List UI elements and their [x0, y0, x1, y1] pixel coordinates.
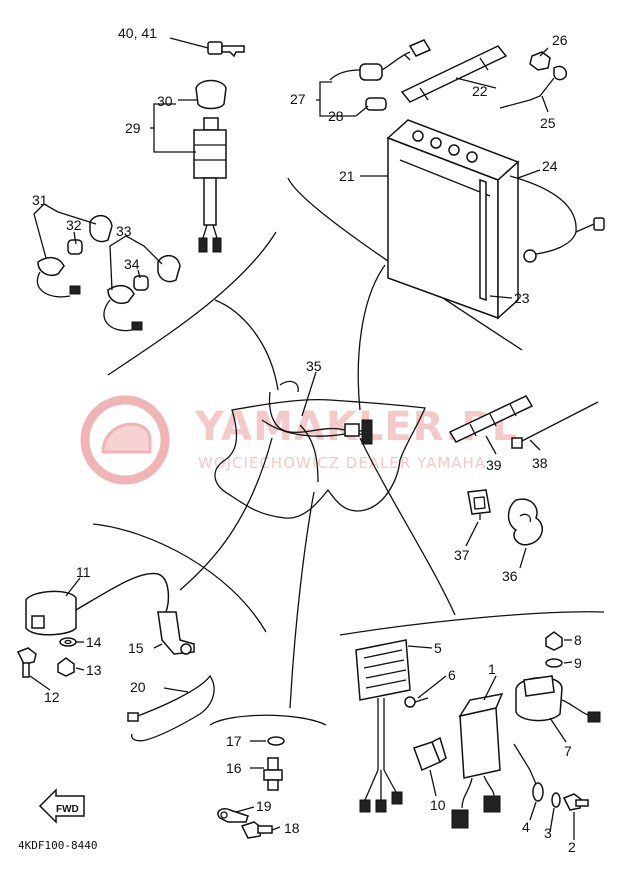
wire-harness — [268, 380, 373, 483]
watermark-logo-helmet-icon — [101, 422, 152, 454]
bolt-12-icon — [16, 647, 37, 678]
callout-29: 29 — [125, 120, 141, 136]
callout-16: 16 — [226, 760, 242, 776]
callout-13: 13 — [86, 662, 102, 678]
callout-31: 31 — [32, 192, 48, 208]
fwd-label: FWD — [56, 804, 79, 815]
leader-to-harness-plug — [289, 491, 315, 709]
bolt-2-icon — [562, 793, 589, 811]
lead-wire-left-icon — [36, 214, 113, 298]
bolt-18-icon — [240, 821, 273, 839]
leader-to-harness-left — [214, 299, 279, 391]
callout-27: 27 — [290, 91, 306, 107]
breather-pipe-icon — [509, 175, 605, 263]
group-line-top-left — [107, 231, 277, 376]
cdi-unit-icon — [451, 693, 504, 829]
lead-wire-right-icon — [103, 254, 181, 332]
group-line-regulator — [339, 611, 605, 636]
clamp-37-icon — [467, 489, 491, 520]
main-switch-icon — [193, 79, 227, 253]
callout-22: 22 — [472, 83, 488, 99]
lead-wire-20-icon — [127, 674, 215, 742]
callout-17: 17 — [226, 733, 242, 749]
callout-35: 35 — [306, 358, 322, 374]
battery-band-icon — [400, 45, 508, 103]
callout-28: 28 — [328, 108, 344, 124]
callout-8: 8 — [574, 632, 582, 648]
group-line-plug — [209, 714, 327, 726]
callout-5: 5 — [434, 640, 442, 656]
bolt-6-icon — [404, 696, 429, 708]
nut-8-icon — [545, 631, 563, 651]
key-icon — [169, 37, 245, 58]
callout-leaders — [29, 47, 575, 840]
spark-plug-16-icon — [263, 757, 283, 791]
fuse-holder-icon — [329, 39, 432, 111]
callout-23: 23 — [514, 290, 530, 306]
washer-4-icon — [532, 782, 544, 802]
starter-relay-7-icon — [515, 675, 601, 723]
leader-to-harness-regulator — [359, 437, 456, 616]
washer-17-icon — [267, 736, 285, 746]
callout-10: 10 — [430, 797, 446, 813]
callout-2: 2 — [568, 839, 576, 855]
callout-18: 18 — [284, 820, 300, 836]
watermark-logo-icon — [80, 395, 170, 485]
battery-icon — [386, 119, 520, 320]
callout-32: 32 — [66, 217, 82, 233]
callout-9: 9 — [574, 655, 582, 671]
drawing-code: 4KDF100-8440 — [18, 839, 97, 852]
ignition-coil-icon — [25, 572, 170, 636]
watermark: YAMAKLER.PL WOJCIECHOWICZ DEALER YAMAHA — [80, 395, 517, 485]
washer-14-icon — [59, 637, 77, 647]
callout-1: 1 — [488, 661, 496, 677]
callout-26: 26 — [552, 32, 568, 48]
callout-30: 30 — [157, 93, 173, 109]
plug-cap-icon — [157, 611, 195, 655]
group-line-ignition-coil — [92, 523, 267, 633]
callout-37: 37 — [454, 547, 470, 563]
ring-terminal-19-icon — [217, 807, 249, 823]
callout-12: 12 — [44, 689, 60, 705]
leader-to-harness-battery — [357, 264, 386, 411]
washer-9-icon — [545, 658, 563, 668]
leader-to-harness-coil — [179, 437, 273, 591]
callout-25: 25 — [540, 115, 556, 131]
clamp-36-icon — [507, 498, 543, 546]
callout-labels: 40, 41 30 29 27 28 22 26 25 24 21 23 31 … — [32, 25, 582, 855]
callout-34: 34 — [124, 256, 140, 272]
callout-24: 24 — [542, 158, 558, 174]
callout-40-41: 40, 41 — [118, 25, 157, 41]
callout-38: 38 — [532, 455, 548, 471]
callout-20: 20 — [130, 679, 146, 695]
callout-21: 21 — [339, 168, 355, 184]
cable-band-39-icon — [448, 395, 534, 443]
cable-tie-38-icon — [511, 401, 599, 449]
callout-6: 6 — [448, 667, 456, 683]
callout-33: 33 — [116, 223, 132, 239]
callout-7: 7 — [564, 743, 572, 759]
washer-3-icon — [551, 792, 561, 808]
callout-11: 11 — [76, 564, 91, 580]
callout-4: 4 — [522, 819, 530, 835]
callout-3: 3 — [544, 825, 552, 841]
fwd-arrow-icon: FWD — [38, 788, 85, 824]
group-line-battery — [287, 177, 523, 351]
watermark-dealer: WOJCIECHOWICZ DEALER YAMAHA — [198, 454, 486, 472]
nut-13-icon — [57, 657, 75, 677]
callout-19: 19 — [256, 798, 272, 814]
battery-terminal-lead-icon — [499, 51, 568, 109]
relay-10-icon — [413, 736, 447, 772]
callout-36: 36 — [502, 568, 518, 584]
rectifier-regulator-icon — [355, 639, 411, 813]
callout-15: 15 — [128, 640, 144, 656]
callout-14: 14 — [86, 634, 102, 650]
callout-39: 39 — [486, 457, 502, 473]
